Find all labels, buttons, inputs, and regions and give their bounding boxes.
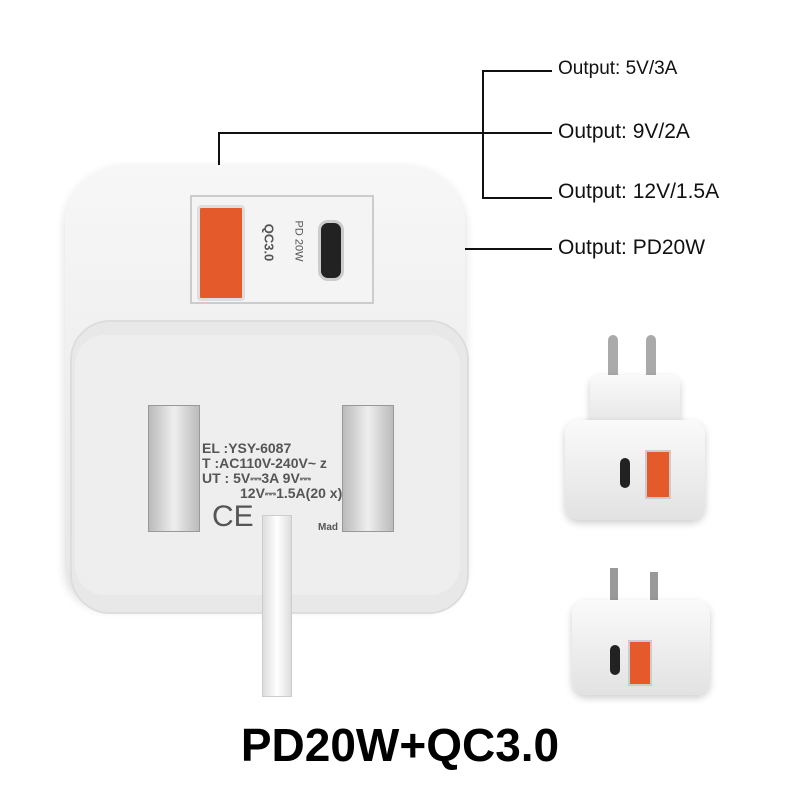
- pin-right: [342, 405, 394, 532]
- pin-left: [148, 405, 200, 532]
- usb-a-port: [197, 205, 245, 301]
- made-in-text: Mad: [318, 522, 338, 533]
- callout-5v3a: Output: 5V/3A: [558, 58, 678, 79]
- spec-line: UT : 5V⎓3A 9V⎓: [202, 470, 311, 486]
- callout-12v1-5a: Output: 12V/1.5A: [558, 180, 720, 203]
- product-title: PD20W+QC3.0: [240, 719, 560, 771]
- callout-pd20w: Output: PD20W: [558, 236, 706, 259]
- pd-label: PD 20W: [292, 220, 305, 262]
- usb-c-port: [318, 220, 344, 281]
- spec-line: EL :YSY-6087: [202, 440, 292, 456]
- qc-label: QC3.0: [261, 223, 277, 262]
- callout-9v2a: Output: 9V/2A: [558, 120, 690, 143]
- ce-mark: CE: [212, 500, 254, 533]
- spec-line: T :AC110V-240V~ z: [202, 455, 327, 471]
- spec-line: 12V⎓1.5A(20 x): [240, 485, 343, 501]
- earth-pin: [262, 515, 292, 697]
